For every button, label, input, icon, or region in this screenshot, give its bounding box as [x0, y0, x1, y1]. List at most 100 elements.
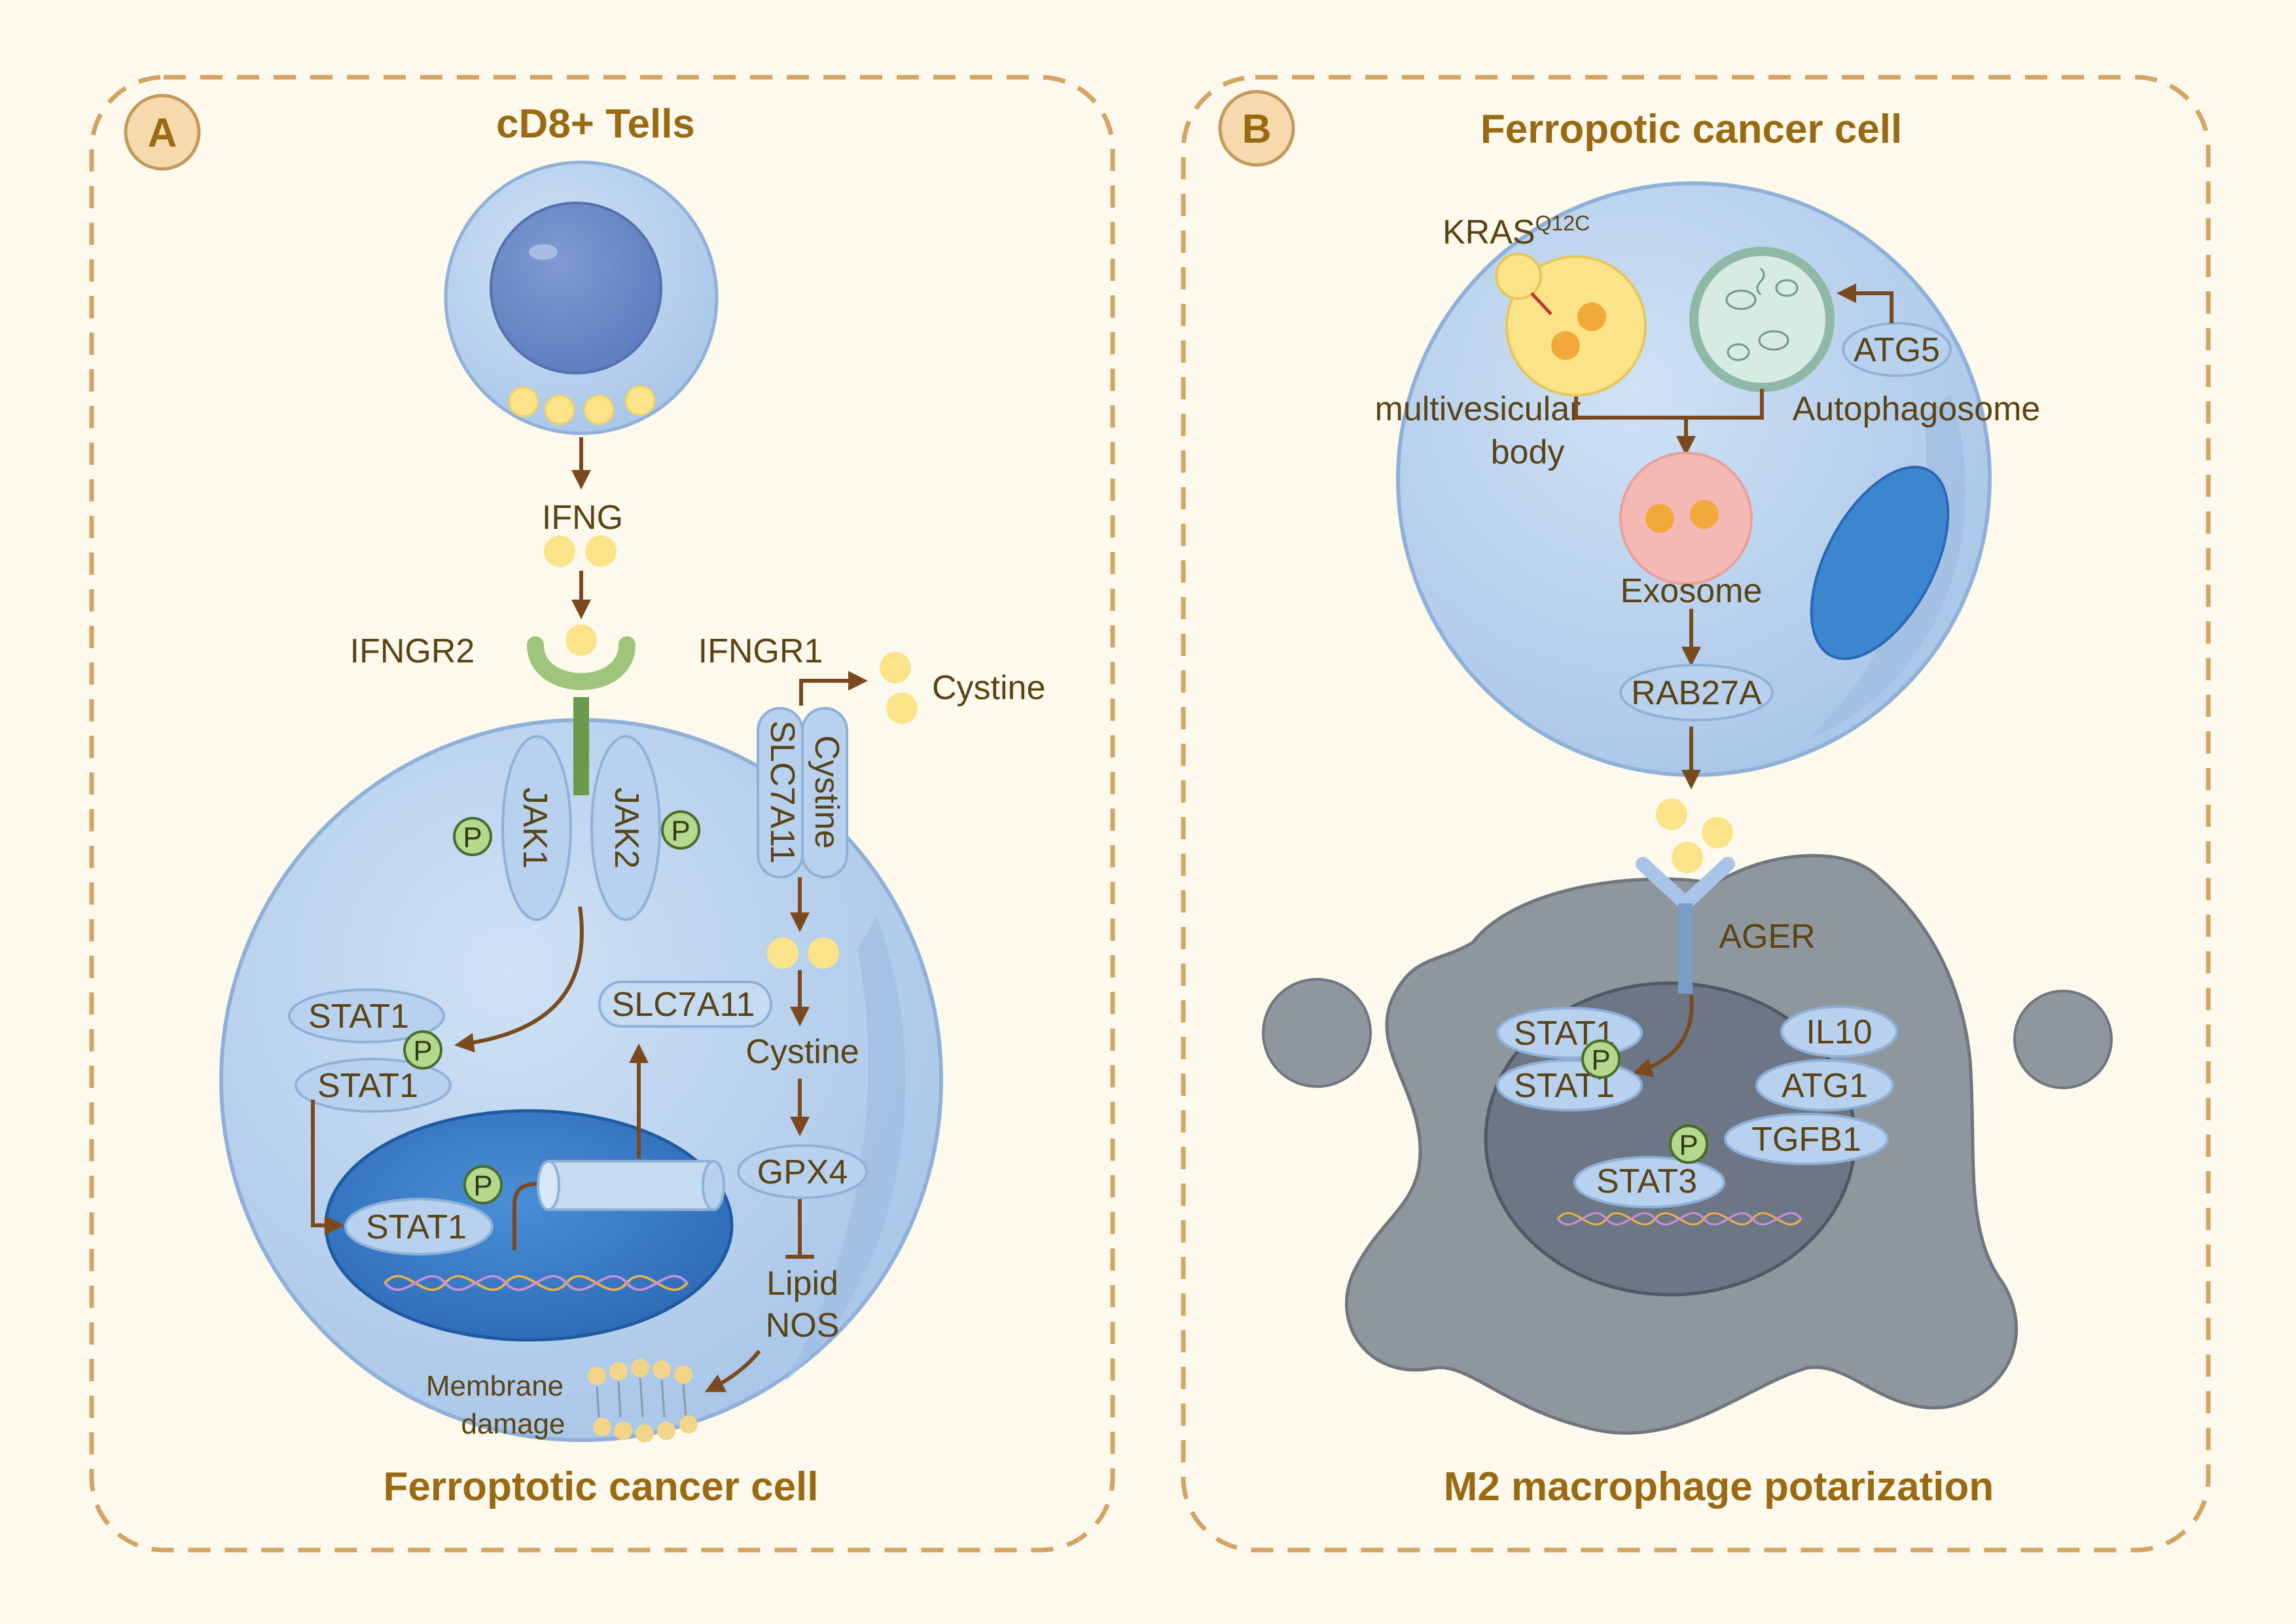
granule	[544, 394, 575, 425]
exosome-cargo	[1690, 500, 1719, 529]
stat1-bottom-node	[295, 1058, 452, 1113]
arrow-cystine-export	[799, 671, 868, 706]
stat3-label: STAT3	[1596, 1163, 1697, 1200]
tgfb1-label: TGFB1	[1751, 1121, 1861, 1159]
exosome-released	[1702, 817, 1733, 848]
ifng-bound	[565, 624, 597, 656]
phospho-label: P	[671, 815, 690, 847]
phospho-label: P	[1591, 1044, 1610, 1076]
jak1-label: JAK1	[516, 787, 554, 869]
autophagosome-label: Autophagosome	[1793, 390, 2041, 428]
atg5-label: ATG5	[1854, 331, 1940, 369]
cystine-molecule-out	[886, 693, 918, 724]
atg5-node	[1842, 322, 1952, 377]
stat1-nucleus-node	[344, 1198, 493, 1255]
arrow-ager-to-stat1	[1632, 994, 1694, 1077]
phospho-jak2	[661, 810, 700, 850]
atg1-label: ATG1	[1782, 1067, 1868, 1105]
slc7a11-node	[598, 981, 772, 1028]
ager-label: AGER	[1719, 918, 1815, 956]
gpx4-label: GPX4	[757, 1153, 848, 1191]
arrow-lipid-to-membrane	[704, 1350, 761, 1392]
stat1-bottom-label: STAT1	[317, 1067, 418, 1105]
membrane-label: Membrane	[426, 1370, 564, 1402]
macrophage-satellite-left	[1262, 978, 1372, 1088]
panel-a-border	[89, 75, 1115, 1553]
mvb-label-line2: body	[1491, 433, 1565, 471]
transporter-cystine-label: Cystine	[808, 735, 846, 848]
ferroptotic-cancer-cell-title: Ferroptotic cancer cell	[383, 1464, 818, 1509]
phospho-label: P	[1679, 1129, 1698, 1161]
mvb-vesicle	[1551, 331, 1580, 360]
ifngr2-receptor	[527, 636, 636, 691]
membrane-damage-bilayer	[588, 1359, 698, 1443]
granule	[583, 394, 615, 425]
il10-node	[1780, 1005, 1898, 1058]
panel-a-badge	[124, 94, 201, 171]
stat3-node	[1573, 1156, 1725, 1208]
arrow-jak-to-stat1	[454, 906, 584, 1053]
stat1-top-node	[288, 988, 445, 1043]
panel-b-badge	[1218, 90, 1295, 167]
exosome-released	[1672, 842, 1703, 873]
stat1-nucleus-label: STAT1	[366, 1208, 467, 1246]
jak2-kinase	[590, 735, 661, 921]
jak2-label: JAK2	[607, 787, 645, 869]
jak1-kinase	[501, 735, 572, 921]
panel-a-badge-label: A	[148, 111, 177, 156]
panel-b-border	[1181, 75, 2211, 1553]
gene-cylinder	[537, 1160, 725, 1211]
phospho-stat1	[403, 1030, 442, 1070]
m2-macrophage-title: M2 macrophage potarization	[1444, 1464, 1994, 1509]
mvb-vesicle	[1577, 302, 1606, 331]
panel-a: A cD8+ Tells IFNG IFNGR2 JAK1	[89, 75, 1115, 1553]
cystine-in-label: Cystine	[745, 1033, 859, 1071]
cystine-molecule-in	[767, 937, 798, 969]
cystine-molecule-in	[808, 937, 839, 969]
kras-molecule	[1495, 253, 1542, 300]
inhibition-stat1-to-gene	[512, 1182, 543, 1250]
panel-b: B Ferropotic cancer cell KRASQ12C multiv…	[1181, 75, 2211, 1553]
ifng-molecule	[585, 535, 617, 567]
phospho-label: P	[463, 821, 482, 854]
atg1-node	[1755, 1059, 1894, 1111]
phospho-stat1-b	[1581, 1039, 1621, 1079]
phospho-stat1-nucleus	[463, 1165, 503, 1204]
kras-text: KRAS	[1443, 213, 1535, 251]
ager-stalk	[1678, 903, 1693, 994]
mvb-label-line1: multivesicular	[1375, 390, 1581, 428]
rab27a-node	[1619, 664, 1774, 721]
exosome-label: Exosome	[1621, 572, 1763, 610]
merge-line	[1574, 389, 1764, 420]
transporter-slc7a11-label: SLC7A11	[763, 721, 801, 864]
lipid-label: Lipid	[766, 1265, 838, 1303]
ifng-label: IFNG	[542, 499, 623, 537]
exosome	[1619, 452, 1753, 585]
phospho-jak1	[453, 817, 492, 856]
exosome-released	[1656, 799, 1687, 830]
kras-superscript: Q12C	[1535, 211, 1590, 235]
transporter-cystine	[801, 707, 848, 878]
granule	[508, 386, 539, 418]
gpx4-node	[737, 1144, 868, 1199]
stat1-top-label: STAT1	[308, 998, 409, 1036]
ifngr1-label: IFNGR1	[698, 632, 823, 670]
phospho-label: P	[473, 1170, 492, 1202]
cd8-t-cells-title: cD8+ Tells	[496, 101, 695, 147]
exosome-cargo	[1645, 504, 1674, 533]
rab27a-label: RAB27A	[1631, 674, 1762, 712]
multivesicular-body	[1505, 255, 1647, 397]
autophagosome	[1689, 247, 1835, 392]
tgfb1-node	[1724, 1113, 1889, 1165]
slc7a11-label: SLC7A11	[612, 986, 755, 1024]
kras-label: KRASQ12C	[1443, 211, 1590, 251]
kras-tether	[1530, 292, 1552, 316]
cystine-out-label: Cystine	[932, 669, 1045, 707]
phospho-stat3	[1669, 1125, 1708, 1164]
receptor-stalk	[573, 697, 589, 795]
cystine-molecule-out	[880, 652, 911, 683]
cancer-cell-b-nucleus	[1810, 465, 1950, 660]
cancer-cell-shading	[785, 916, 906, 1381]
ferropotic-cancer-cell-title: Ferropotic cancer cell	[1480, 107, 1902, 152]
